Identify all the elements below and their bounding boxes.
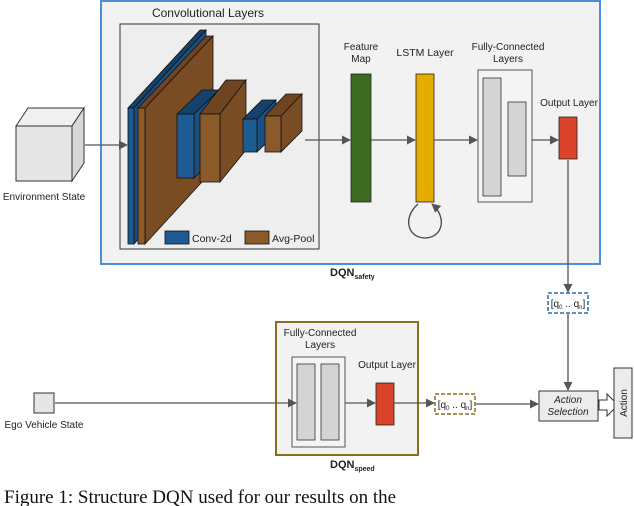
action-label: Action: [619, 389, 630, 417]
pool-block-2: [199, 78, 247, 184]
output-speed-label: Output Layer: [358, 360, 416, 371]
q-speed-box: [434, 393, 476, 415]
q-safety-box: [547, 292, 589, 314]
figure-caption: Figure 1: Structure DQN used for our res…: [4, 487, 396, 506]
legend-pool-label: Avg-Pool: [272, 233, 314, 245]
lstm-label: LSTM Layer: [396, 47, 454, 59]
ego-vehicle-state-label: Ego Vehicle State: [5, 420, 84, 431]
feature-map-bar: [350, 73, 372, 203]
fc-safety-label-2: Layers: [493, 54, 523, 65]
pool-block-3: [264, 93, 303, 153]
fc-speed-layer-1: [296, 363, 316, 441]
feature-map-label-1: Feature: [344, 42, 379, 53]
ego-vehicle-state-box: [33, 392, 55, 414]
conv-layers-title: Convolutional Layers: [152, 6, 264, 20]
output-safety-bar: [558, 116, 578, 160]
action-box: [613, 367, 633, 439]
fc-safety-layer-2: [507, 101, 527, 177]
fc-speed-label-1: Fully-Connected: [284, 328, 357, 339]
fc-speed-label-2: Layers: [305, 340, 335, 351]
feature-map-label-2: Map: [351, 54, 371, 65]
environment-state-cube: [15, 106, 85, 183]
legend-conv-swatch: [164, 230, 190, 245]
legend-pool-swatch: [244, 230, 270, 245]
environment-state-label: Environment State: [3, 192, 86, 203]
legend-conv-label: Conv-2d: [192, 233, 232, 245]
fc-safety-label-1: Fully-Connected: [472, 42, 545, 53]
action-selection-label-1: Action: [553, 395, 582, 406]
output-speed-bar: [375, 382, 395, 426]
dqn-speed-name: DQNspeed: [330, 459, 375, 473]
lstm-bar: [415, 73, 435, 203]
fc-safety-layer-1: [482, 77, 502, 197]
fc-speed-layer-2: [320, 363, 340, 441]
action-selection-box: [538, 390, 599, 422]
double-arrow-to-action: [598, 392, 619, 418]
lstm-recurrent-loop: [408, 203, 442, 239]
output-safety-label: Output Layer: [540, 98, 598, 109]
dqn-safety-name: DQNsafety: [330, 267, 375, 281]
action-selection-label-2: Selection: [547, 407, 589, 418]
